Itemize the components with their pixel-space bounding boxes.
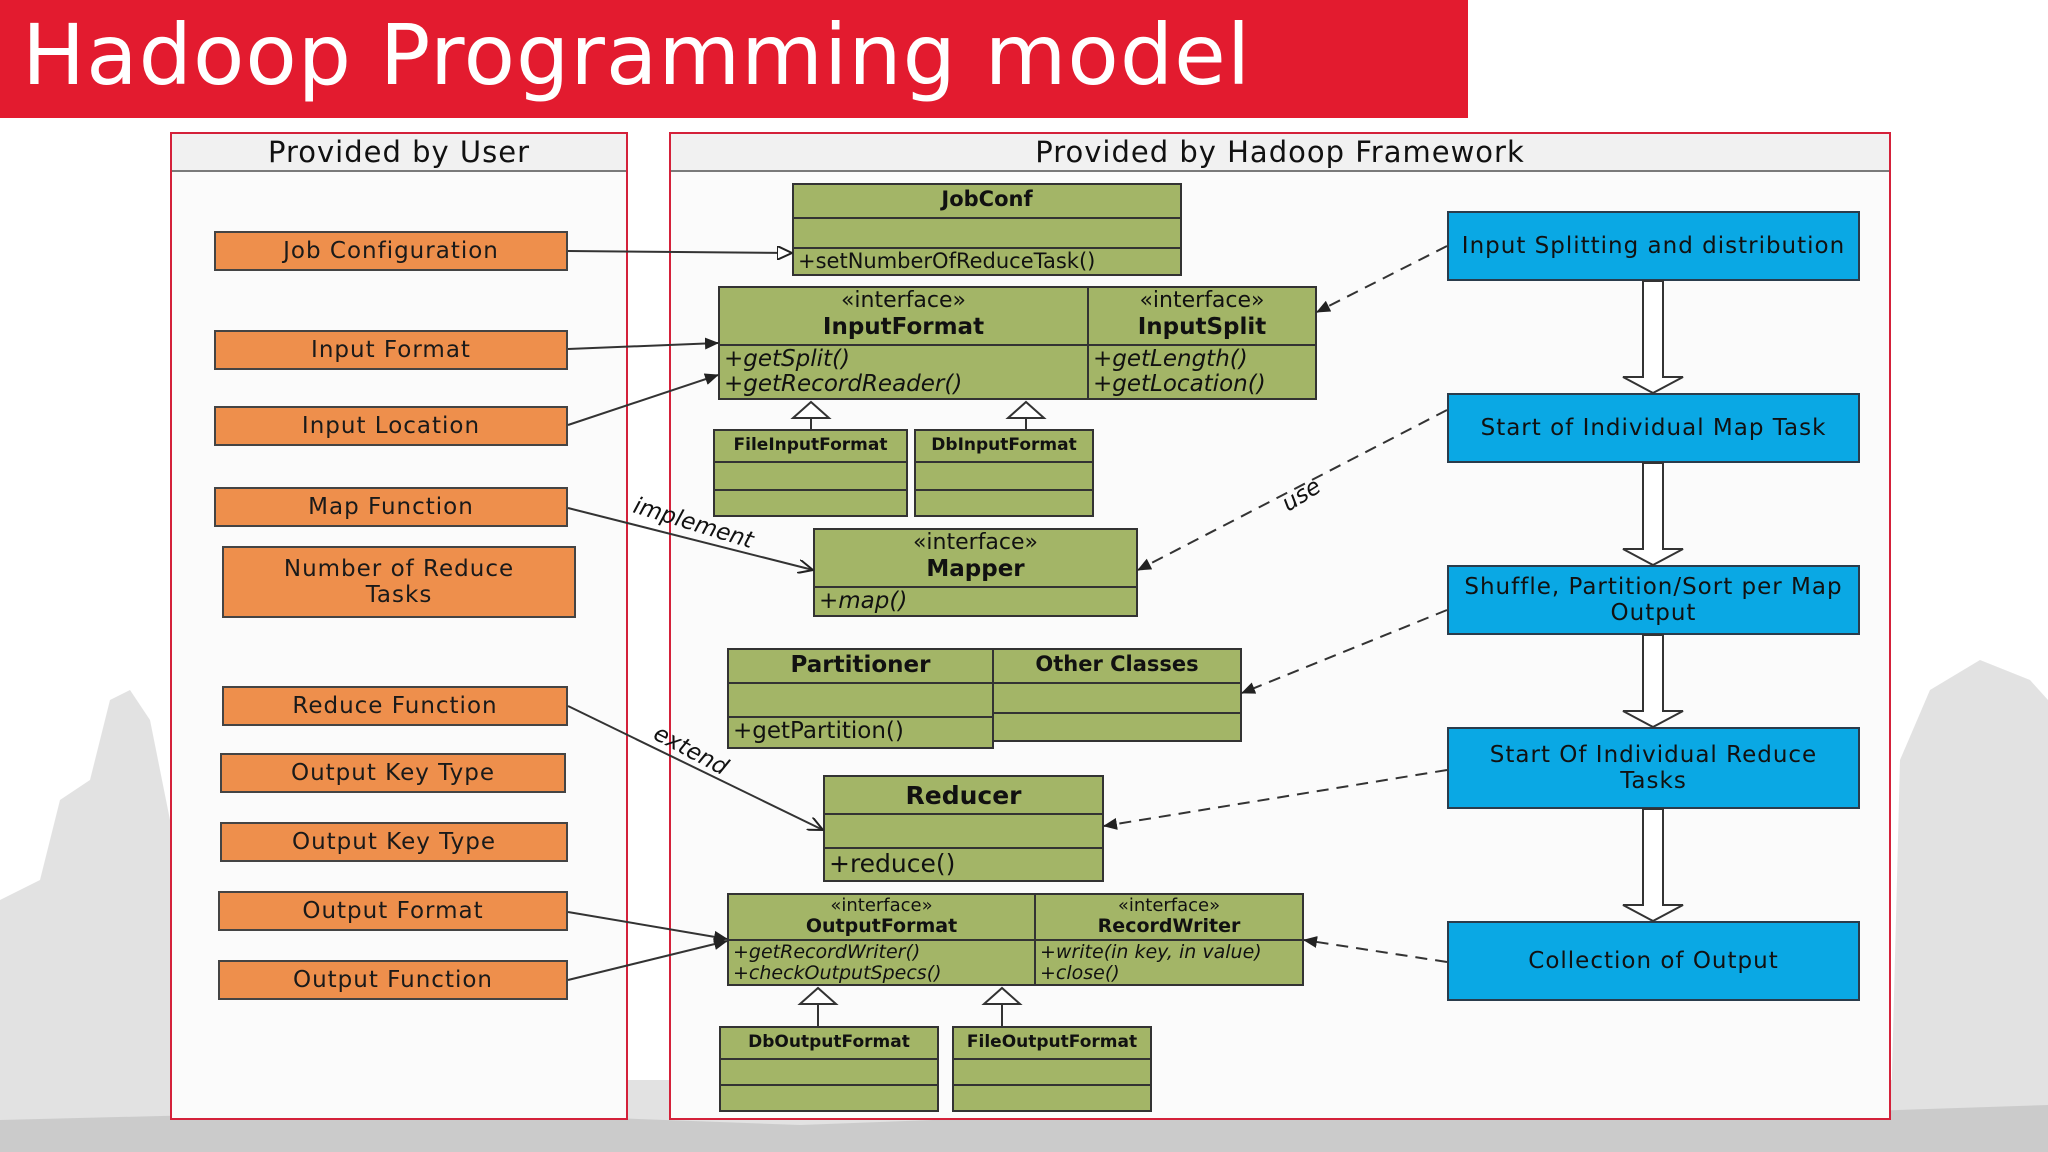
edge-label-use: use — [1277, 473, 1325, 517]
user-item-input-format: Input Format — [214, 330, 568, 370]
user-item-input-location: Input Location — [214, 406, 568, 446]
title-bar: Hadoop Programming model — [0, 0, 1468, 118]
page-title: Hadoop Programming model — [22, 6, 1252, 104]
class-recordwriter-name: RecordWriter — [1097, 915, 1241, 937]
class-otherclasses-name: Other Classes — [1035, 652, 1199, 676]
class-jobconf: JobConf +setNumberOfReduceTask() — [792, 183, 1182, 276]
flow-arrow-3 — [1622, 634, 1684, 729]
user-item-output-format: Output Format — [218, 891, 568, 931]
inherit-dboutputformat — [797, 986, 839, 1026]
class-fileoutputformat: FileOutputFormat — [952, 1026, 1152, 1112]
class-dbinputformat-name: DbInputFormat — [931, 435, 1077, 455]
class-inputformat: «interface» InputFormat +getSplit() +get… — [718, 286, 1089, 400]
flow-arrow-2 — [1622, 462, 1684, 567]
edge-dash-collection — [1303, 936, 1448, 963]
flow-arrow-1 — [1622, 280, 1684, 395]
edge-dash-maptask-mapper — [1137, 409, 1448, 571]
class-mapper-op: +map() — [819, 588, 908, 614]
flow-step-shuffle-partition-sort: Shuffle, Partition/Sort per Map Output — [1447, 565, 1860, 635]
class-mapper-stereotype: «interface» — [912, 530, 1039, 555]
user-item-map-function: Map Function — [214, 487, 568, 527]
edge-label-implement: implement — [630, 493, 757, 554]
class-partitioner-op: +getPartition() — [733, 718, 904, 744]
user-panel-header: Provided by User — [172, 134, 626, 172]
edge-reducefunction-reducer — [567, 705, 823, 830]
class-reducer-op: +reduce() — [829, 849, 956, 878]
inherit-dbinputformat — [1005, 400, 1047, 429]
class-inputsplit-stereotype: «interface» — [1139, 288, 1265, 313]
class-inputsplit-name: InputSplit — [1137, 314, 1267, 340]
inherit-fileoutputformat — [981, 986, 1023, 1026]
edge-jobconfig-jobconf — [567, 251, 792, 253]
edge-inputformat — [567, 337, 719, 350]
class-fileinputformat: FileInputFormat — [713, 429, 908, 517]
class-mapper: «interface» Mapper +map() — [813, 528, 1138, 617]
class-dboutputformat: DbOutputFormat — [719, 1026, 939, 1112]
user-panel: Provided by User — [170, 132, 628, 1120]
flow-arrow-4 — [1622, 808, 1684, 923]
class-inputsplit-op-1: +getLength() — [1093, 346, 1248, 372]
class-partitioner-name: Partitioner — [790, 652, 931, 678]
class-jobconf-op: +setNumberOfReduceTask() — [798, 249, 1096, 273]
class-recordwriter-op-2: +close() — [1040, 962, 1120, 984]
class-inputformat-name: InputFormat — [822, 314, 985, 340]
class-dboutputformat-name: DbOutputFormat — [748, 1032, 910, 1052]
edge-dash-reduce — [1103, 769, 1448, 830]
class-dbinputformat: DbInputFormat — [914, 429, 1094, 517]
class-recordwriter-stereotype: «interface» — [1117, 895, 1221, 916]
class-outputformat-op-1: +getRecordWriter() — [733, 941, 921, 963]
class-inputsplit-op-2: +getLocation() — [1093, 371, 1266, 397]
edge-outputfunction — [567, 938, 728, 981]
inherit-fileinputformat — [790, 400, 832, 429]
edge-mapfunction-mapper — [567, 507, 813, 570]
class-outputformat: «interface» OutputFormat +getRecordWrite… — [727, 893, 1036, 986]
user-item-number-of-reduce-tasks: Number of Reduce Tasks — [222, 546, 576, 618]
edge-inputlocation — [567, 373, 719, 426]
class-outputformat-stereotype: «interface» — [830, 895, 933, 916]
class-fileoutputformat-name: FileOutputFormat — [966, 1032, 1138, 1052]
class-recordwriter: «interface» RecordWriter +write(in key, … — [1034, 893, 1304, 986]
class-reducer-name: Reducer — [905, 781, 1022, 810]
class-partitioner: Partitioner +getPartition() — [727, 648, 994, 749]
class-inputformat-stereotype: «interface» — [840, 288, 967, 313]
class-outputformat-name: OutputFormat — [805, 915, 958, 937]
class-inputsplit: «interface» InputSplit +getLength() +get… — [1087, 286, 1317, 400]
class-fileinputformat-name: FileInputFormat — [733, 435, 888, 455]
user-item-job-configuration: Job Configuration — [214, 231, 568, 271]
class-otherclasses: Other Classes — [992, 648, 1242, 742]
class-mapper-name: Mapper — [926, 556, 1025, 582]
edge-dash-inputsplitting — [1316, 245, 1448, 313]
class-recordwriter-op-1: +write(in key, in value) — [1040, 941, 1262, 963]
user-item-output-key-type-2: Output Key Type — [220, 822, 568, 862]
class-outputformat-op-2: +checkOutputSpecs() — [733, 962, 942, 984]
flow-step-collection-of-output: Collection of Output — [1447, 921, 1860, 1001]
user-item-reduce-function: Reduce Function — [222, 686, 568, 726]
framework-panel-header: Provided by Hadoop Framework — [671, 134, 1889, 172]
user-item-output-function: Output Function — [218, 960, 568, 1000]
edge-dash-shuffle — [1241, 609, 1448, 694]
class-reducer: Reducer +reduce() — [823, 775, 1104, 882]
user-item-output-key-type-1: Output Key Type — [220, 753, 566, 793]
class-inputformat-op-2: +getRecordReader() — [724, 371, 963, 397]
class-jobconf-name: JobConf — [941, 187, 1033, 211]
flow-step-start-map-task: Start of Individual Map Task — [1447, 393, 1860, 463]
edge-outputformat — [567, 911, 728, 943]
class-inputformat-op-1: +getSplit() — [724, 346, 850, 372]
